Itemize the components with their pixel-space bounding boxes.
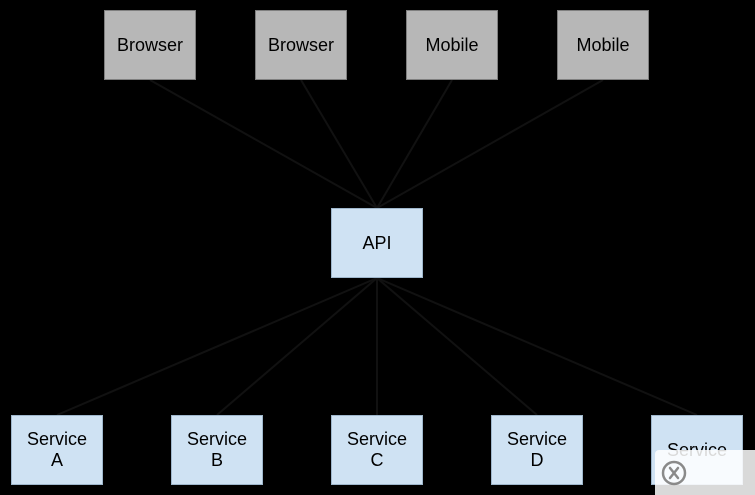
link-api-service-b (216, 277, 378, 416)
node-label-line2: C (370, 450, 384, 470)
node-label-line1: Service (346, 429, 408, 449)
service-d-node: Service D (491, 415, 583, 485)
link-api-service-a (56, 277, 378, 416)
link-browser-2-api (300, 79, 378, 209)
node-label: API (362, 232, 392, 253)
node-label: Mobile (576, 34, 630, 55)
link-api-service-d (376, 277, 538, 416)
link-mobile-2-api (376, 79, 604, 209)
mobile-node: Mobile (406, 10, 498, 80)
service-b-node: Service B (171, 415, 263, 485)
browser-node: Browser (104, 10, 196, 80)
brand-logo-icon (661, 460, 687, 485)
node-label-line2: B (210, 450, 223, 470)
watermark (655, 450, 755, 495)
service-c-node: Service C (331, 415, 423, 485)
node-label-line1: Service (186, 429, 248, 449)
node-label: Mobile (425, 34, 479, 55)
node-label-line2: A (50, 450, 63, 470)
service-a-node: Service A (11, 415, 103, 485)
node-label-line1: Service (26, 429, 88, 449)
node-label: Browser (116, 34, 183, 55)
browser-node: Browser (255, 10, 347, 80)
api-node: API (331, 208, 423, 278)
link-api-service-e (376, 277, 698, 416)
node-label-line2: D (530, 450, 544, 470)
mobile-node: Mobile (557, 10, 649, 80)
link-browser-1-api (149, 79, 378, 209)
link-mobile-1-api (376, 79, 453, 209)
node-label: Browser (267, 34, 334, 55)
node-label-line1: Service (506, 429, 568, 449)
